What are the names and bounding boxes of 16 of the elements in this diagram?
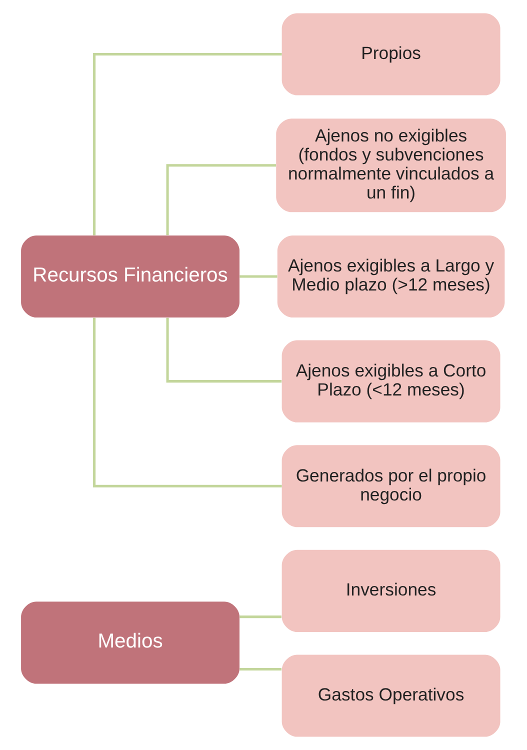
node-box: Ajenos no exigibles (fondos y subvenciones normalmente vinculados a un fin)	[276, 118, 506, 212]
node-box: Propios	[282, 13, 500, 96]
connector	[240, 275, 278, 278]
node-box: Recursos Financieros	[21, 235, 240, 318]
connector	[240, 668, 282, 670]
node-box: Inversiones	[282, 550, 500, 632]
connector	[240, 616, 282, 618]
connector	[166, 164, 276, 236]
node-box: Ajenos exigibles a Largo y Medio plazo (>12 meses)	[277, 235, 505, 318]
node-box: Medios	[21, 602, 240, 684]
node-box: Generados por el propio negocio	[282, 445, 500, 528]
connector	[166, 318, 282, 383]
node-box: Ajenos exigibles a Corto Plazo (<12 meses)	[282, 340, 500, 422]
connector	[93, 53, 282, 236]
node-box: Gastos Operativos	[282, 654, 500, 737]
connector	[93, 318, 282, 488]
